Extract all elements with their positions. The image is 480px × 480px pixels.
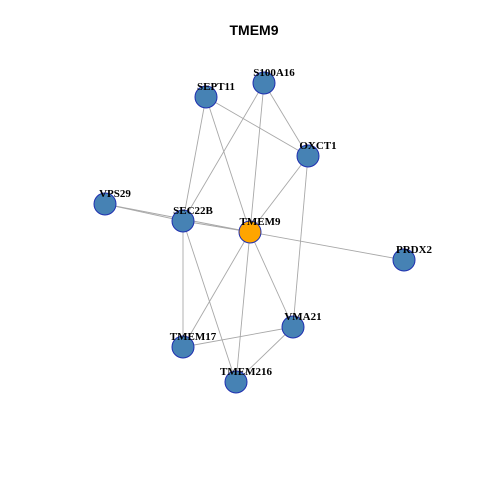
node-tmem216: TMEM216 xyxy=(220,366,272,394)
node-prdx2: PRDX2 xyxy=(392,244,433,272)
edge-vma21-tmem17 xyxy=(182,326,294,348)
node-label-oxct1: OXCT1 xyxy=(299,140,336,152)
node-circle-tmem216 xyxy=(224,370,248,394)
edge-oxct1-tmem9 xyxy=(249,155,309,233)
node-tmem17: TMEM17 xyxy=(170,331,217,359)
node-circle-s100a16 xyxy=(252,71,276,95)
edge-sept11-tmem9 xyxy=(205,96,251,233)
node-label-s100a16: S100A16 xyxy=(253,67,295,79)
node-circle-vps29 xyxy=(93,192,117,216)
graph-title: TMEM9 xyxy=(230,22,279,38)
node-label-prdx2: PRDX2 xyxy=(396,244,433,256)
edge-vma21-tmem216 xyxy=(235,326,294,383)
node-circle-sec22b xyxy=(171,209,195,233)
node-label-tmem17: TMEM17 xyxy=(170,331,217,343)
edge-tmem9-prdx2 xyxy=(249,231,405,261)
node-sec22b: SEC22B xyxy=(171,205,214,233)
node-label-sec22b: SEC22B xyxy=(173,205,213,217)
node-vps29: VPS29 xyxy=(93,188,131,216)
node-label-tmem216: TMEM216 xyxy=(220,366,272,378)
node-circle-tmem17 xyxy=(171,335,195,359)
node-circle-vma21 xyxy=(281,315,305,339)
edge-s100a16-sec22b xyxy=(182,82,265,222)
node-circle-prdx2 xyxy=(392,248,416,272)
node-circle-oxct1 xyxy=(296,144,320,168)
node-oxct1: OXCT1 xyxy=(296,140,337,168)
edge-s100a16-tmem9 xyxy=(249,82,265,233)
edge-tmem9-tmem216 xyxy=(235,231,251,383)
node-circle-tmem9 xyxy=(238,220,262,244)
node-label-vps29: VPS29 xyxy=(99,188,131,200)
node-sept11: SEPT11 xyxy=(194,81,235,109)
edge-tmem9-vma21 xyxy=(249,231,294,328)
node-s100a16: S100A16 xyxy=(252,67,295,95)
edge-sept11-sec22b xyxy=(182,96,207,222)
edge-s100a16-oxct1 xyxy=(263,82,309,157)
node-label-sept11: SEPT11 xyxy=(197,81,235,93)
edge-sept11-oxct1 xyxy=(205,96,309,157)
edge-tmem9-tmem17 xyxy=(182,231,251,348)
node-label-vma21: VMA21 xyxy=(284,311,321,323)
node-vma21: VMA21 xyxy=(281,311,322,339)
edge-layer xyxy=(104,82,405,383)
node-label-tmem9: TMEM9 xyxy=(240,216,281,228)
node-circle-sept11 xyxy=(194,85,218,109)
node-tmem9: TMEM9 xyxy=(238,216,281,244)
